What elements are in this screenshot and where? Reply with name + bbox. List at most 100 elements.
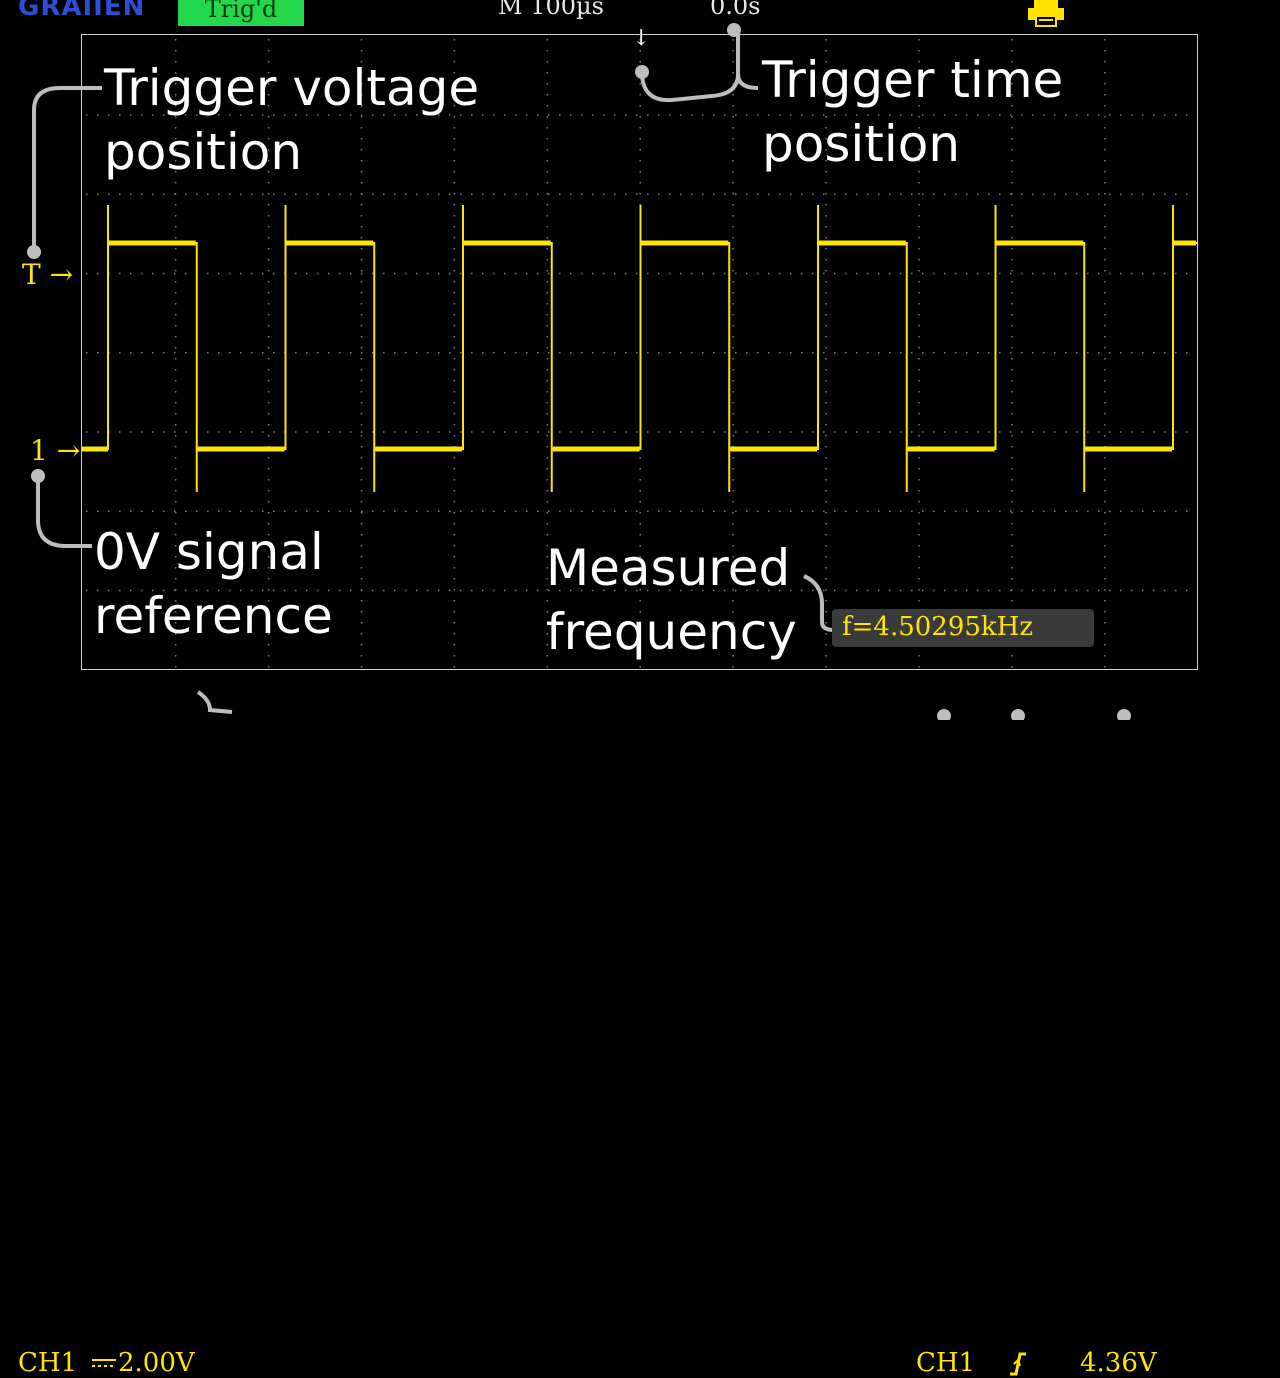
- grid-dot: [207, 352, 209, 354]
- grid-dot: [1104, 468, 1106, 470]
- grid-dot: [713, 352, 715, 354]
- grid-dot: [1104, 325, 1106, 327]
- grid-dot: [918, 468, 920, 470]
- grid-dot: [196, 193, 198, 195]
- grid-dot: [453, 303, 456, 305]
- grid-dot: [251, 272, 253, 275]
- grid-dot: [1120, 114, 1122, 116]
- grid-dot: [427, 193, 429, 195]
- grid-dot: [825, 600, 827, 602]
- grid-dot: [1011, 413, 1013, 415]
- grid-dot: [453, 666, 456, 668]
- grid-dot: [515, 510, 517, 512]
- grid-dot: [273, 114, 275, 116]
- grid-dot: [86, 589, 88, 592]
- grid-dot: [1010, 193, 1012, 195]
- grid-dot: [546, 589, 549, 591]
- grid-dot: [1104, 347, 1106, 349]
- grid-dot: [724, 352, 726, 354]
- grid-dot: [174, 468, 177, 470]
- grid-dot: [1131, 193, 1133, 195]
- grid-dot: [328, 352, 330, 354]
- grid-dot: [1011, 303, 1013, 305]
- grid-dot: [922, 114, 924, 116]
- grid-dot: [163, 431, 165, 433]
- grid-dot: [141, 193, 143, 195]
- grid-dot: [614, 510, 616, 512]
- grid-dot: [1054, 431, 1056, 433]
- grid-dot: [988, 352, 990, 354]
- grid-dot: [636, 272, 638, 275]
- grid-dot: [383, 352, 385, 354]
- grid-dot: [1104, 171, 1106, 173]
- grid-dot: [614, 272, 616, 275]
- waveform-grid: [81, 34, 1198, 670]
- grid-dot: [493, 193, 495, 195]
- grid-dot: [546, 72, 549, 74]
- grid-dot: [988, 510, 990, 512]
- grid-dot: [570, 352, 572, 354]
- grid-dot: [546, 248, 549, 250]
- grid-dot: [460, 272, 462, 275]
- grid-dot: [360, 94, 363, 96]
- trigger-level-marker: T →: [22, 258, 74, 291]
- grid-dot: [548, 431, 550, 433]
- grid-dot: [658, 431, 660, 433]
- grid-dot: [267, 171, 270, 173]
- grid-dot: [360, 61, 363, 63]
- grid-dot: [416, 510, 418, 512]
- frequency-readout: f=4.50295kHz: [842, 612, 1034, 642]
- grid-dot: [757, 114, 759, 116]
- grid-dot: [691, 193, 693, 195]
- grid-dot: [262, 510, 264, 512]
- grid-dot: [856, 272, 858, 275]
- grid-dot: [453, 402, 456, 404]
- grid-dot: [453, 105, 456, 107]
- grid-dot: [1011, 259, 1013, 261]
- grid-dot: [639, 149, 641, 151]
- grid-dot: [918, 193, 920, 195]
- grid-dot: [1032, 114, 1034, 116]
- grid-dot: [732, 127, 734, 129]
- grid-dot: [174, 193, 177, 195]
- grid-dot: [416, 431, 418, 433]
- grid-dot: [174, 138, 177, 140]
- grid-dot: [306, 431, 308, 433]
- grid-dot: [218, 352, 220, 354]
- grid-dot: [911, 114, 913, 116]
- grid-dot: [360, 479, 363, 481]
- grid-dot: [977, 589, 979, 592]
- grid-dot: [1011, 490, 1013, 492]
- grid-dot: [889, 589, 891, 592]
- grid-dot: [603, 352, 605, 354]
- grid-dot: [328, 114, 330, 116]
- grid-dot: [825, 501, 827, 503]
- grid-dot: [251, 510, 253, 512]
- grid-dot: [732, 644, 734, 646]
- grid-dot: [856, 589, 858, 592]
- grid-dot: [546, 545, 549, 547]
- grid-dot: [812, 114, 814, 116]
- grid-dot: [361, 114, 363, 116]
- grid-dot: [845, 272, 847, 275]
- grid-dot: [152, 193, 154, 195]
- grid-dot: [1175, 510, 1177, 512]
- grid-dot: [174, 534, 177, 536]
- grid-dot: [825, 435, 827, 437]
- grid-dot: [592, 272, 594, 275]
- grid-dot: [918, 358, 920, 360]
- grid-dot: [732, 501, 734, 503]
- grid-dot: [240, 431, 242, 433]
- grid-dot: [453, 226, 456, 228]
- grid-dot: [900, 193, 902, 195]
- grid-dot: [933, 352, 935, 354]
- grid-dot: [603, 431, 605, 433]
- grid-dot: [581, 510, 583, 512]
- grid-dot: [317, 510, 319, 512]
- grid-dot: [546, 61, 549, 63]
- printer-icon[interactable]: [1024, 0, 1068, 28]
- grid-dot: [360, 116, 363, 118]
- grid-dot: [546, 490, 549, 492]
- grid-dot: [1104, 545, 1106, 547]
- grid-dot: [779, 272, 781, 275]
